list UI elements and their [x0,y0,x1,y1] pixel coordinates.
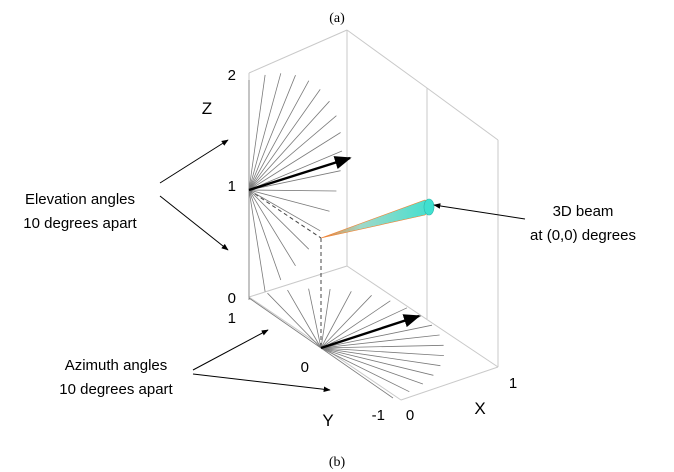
azimuth-pointer-arrow [192,329,269,371]
beam-pointer-arrow [433,203,526,220]
elevation-label-line2: 10 degrees apart [23,215,137,232]
y-axis-label: Y [322,411,333,430]
elevation-fan-line [248,115,337,191]
azimuth-fan-line [320,334,440,349]
elevation-fan-line [248,189,321,232]
elevation-fan-line [248,74,266,191]
azimuth-fan-line [248,297,322,349]
azimuth-fan-line [320,347,394,399]
azimuth-fan-line [320,291,352,349]
z-tick-label: 1 [228,178,236,195]
caption-a: (a) [329,11,345,26]
z-tick-label: 2 [228,67,236,84]
azimuth-fan-line [320,347,444,356]
box-edge [248,29,348,74]
elevation-fan-line [248,150,343,191]
azimuth-fan [248,288,444,399]
azimuth-fan-line [287,289,322,349]
azimuth-fan-line [320,324,433,349]
axes-box [248,29,499,401]
elevation-fan-line [248,75,296,191]
y-tick-label: -1 [372,407,385,424]
beam-label-line2: at (0,0) degrees [530,227,636,244]
elevation-fan-line [248,189,330,212]
azimuth-fan-line [320,307,408,349]
azimuth-fan-line [320,347,441,367]
y-tick-label: 1 [228,310,236,327]
elevation-fan-line [248,80,310,191]
azimuth-fan-line [320,289,331,349]
beam-label-line1: 3D beam [553,203,614,220]
box-edge [426,87,499,141]
z-axis-label: Z [202,99,212,118]
y-tick-label: 0 [301,359,309,376]
azimuth-fan-line [308,288,322,349]
azimuth-direction-arrow [320,314,421,350]
elevation-direction-arrow [248,156,352,192]
beam-cone [320,198,435,239]
elevation-fan-line [248,189,282,281]
azimuth-fan-line [320,347,424,385]
azimuth-fan-line [320,300,391,349]
x-tick-label: 1 [509,375,517,392]
elevation-fan-line [248,189,296,267]
elevation-pointer-arrow [159,139,229,184]
elevation-fan [248,73,343,300]
x-axis-label: X [474,399,485,418]
elevation-fan-line [248,189,337,192]
azimuth-fan-line [320,347,410,393]
box-edge [346,265,499,368]
azimuth-pointer-arrow [192,373,331,393]
azimuth-fan-line [320,344,444,349]
elevation-fan-line [248,189,310,250]
azimuth-label-line1: Azimuth angles [65,357,168,374]
elevation-pointer-arrow [159,195,229,251]
box-edge [248,265,348,298]
box-edge [400,366,499,401]
elevation-fan-line [248,73,282,191]
elevation-label-line1: Elevation angles [25,191,135,208]
elevation-fan-line [248,100,330,191]
beam-cone-body [320,199,435,239]
elevation-fan-line [248,189,266,292]
azimuth-fan-line [267,292,322,349]
x-tick-label: 0 [406,407,414,424]
azimuth-label-line2: 10 degrees apart [59,381,173,398]
beam-cone-cap [423,198,435,216]
azimuth-fan-line [320,347,434,376]
caption-b: (b) [329,455,346,470]
elevation-fan-line [248,89,321,191]
box-edge [346,29,428,89]
z-tick-label: 0 [228,290,236,307]
azimuth-fan-line [320,295,372,349]
elevation-fan-line [248,170,341,191]
projection-line [248,189,322,239]
elevation-fan-line [248,132,341,191]
